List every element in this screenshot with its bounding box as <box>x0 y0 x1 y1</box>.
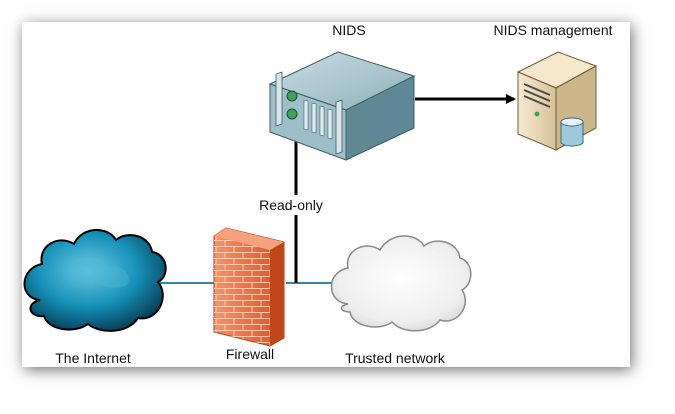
internet-label: The Internet <box>55 350 131 366</box>
nids-label: NIDS <box>332 22 366 38</box>
firewall-label: Firewall <box>225 346 275 362</box>
trusted-network-label: Trusted network <box>345 350 445 366</box>
brick-firewall-icon <box>213 227 285 347</box>
nids-management-label: NIDS management <box>493 22 613 38</box>
read-only-label: Read-only <box>257 195 325 215</box>
server-rack-icon <box>268 51 416 161</box>
dark-cloud-icon <box>23 229 167 332</box>
server-tower-icon <box>516 51 598 151</box>
light-cloud-icon <box>330 235 472 332</box>
